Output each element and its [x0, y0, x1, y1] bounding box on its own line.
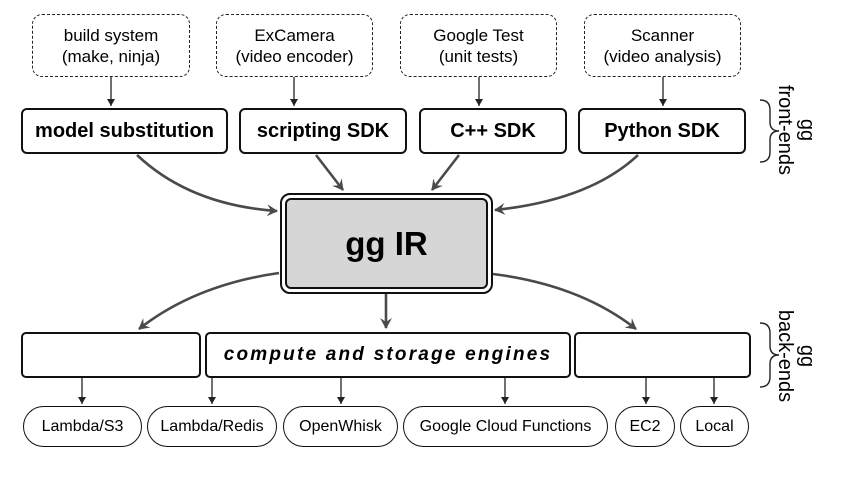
back-end-label: Lambda/S3: [41, 417, 124, 435]
group-label-line2: back-ends: [774, 309, 796, 403]
gg-ir-label: gg IR: [345, 224, 428, 262]
gg-ir-container: gg IR: [280, 193, 493, 294]
application-detail: (video encoder): [235, 46, 354, 66]
front-end-label: C++ SDK: [450, 119, 536, 142]
front-end-python-sdk: Python SDK: [578, 108, 746, 154]
application-google-test: Google Test (unit tests): [400, 14, 557, 77]
gg-ir-box: gg IR: [285, 198, 488, 289]
group-label-line2: front-ends: [774, 84, 796, 176]
arrow-be-left: [138, 271, 280, 331]
brace-back-ends: [759, 322, 780, 388]
back-end-lambda-redis: Lambda/Redis: [147, 406, 277, 447]
application-detail: (unit tests): [438, 46, 519, 66]
back-end-google-cloud-functions: Google Cloud Functions: [403, 406, 608, 447]
back-end-ec2: EC2: [615, 406, 675, 447]
brace-front-ends: [759, 99, 780, 163]
application-name: Scanner: [630, 25, 695, 45]
arrow-fe-2: [430, 154, 461, 191]
arrow-fe-1: [314, 154, 345, 191]
group-label-front-ends: gg front-ends: [774, 75, 818, 185]
front-end-label: scripting SDK: [256, 119, 390, 142]
application-name: ExCamera: [254, 25, 335, 45]
arrow-fe-0: [136, 154, 278, 217]
application-name: Google Test: [433, 25, 524, 45]
back-end-label: EC2: [629, 417, 661, 435]
arrow-fe-3: [494, 154, 639, 215]
engines-bar-center: compute and storage engines: [205, 332, 571, 378]
front-end-scripting-sdk: scripting SDK: [239, 108, 407, 154]
application-name: build system: [63, 25, 159, 45]
group-label-line1: gg: [796, 344, 818, 368]
arrow-be-right: [492, 272, 637, 331]
application-scanner: Scanner (video analysis): [584, 14, 741, 77]
front-end-cpp-sdk: C++ SDK: [419, 108, 567, 154]
application-detail: (video analysis): [603, 46, 722, 66]
front-end-model-substitution: model substitution: [21, 108, 228, 154]
engines-bar-right: [574, 332, 751, 378]
back-end-local: Local: [680, 406, 749, 447]
group-label-back-ends: gg back-ends: [774, 306, 818, 406]
application-build-system: build system (make, ninja): [32, 14, 190, 77]
application-detail: (make, ninja): [61, 46, 161, 66]
group-label-line1: gg: [796, 118, 818, 142]
back-end-label: Lambda/Redis: [160, 417, 264, 435]
back-end-label: OpenWhisk: [299, 417, 382, 435]
back-end-label: Local: [695, 417, 734, 435]
front-end-label: Python SDK: [604, 119, 720, 142]
engines-bar-label: compute and storage engines: [223, 344, 553, 365]
engines-bar-left: [21, 332, 201, 378]
back-end-openwhisk: OpenWhisk: [283, 406, 398, 447]
application-excamera: ExCamera (video encoder): [216, 14, 373, 77]
back-end-lambda-s3: Lambda/S3: [23, 406, 142, 447]
front-end-label: model substitution: [35, 119, 214, 142]
back-end-label: Google Cloud Functions: [419, 417, 592, 435]
